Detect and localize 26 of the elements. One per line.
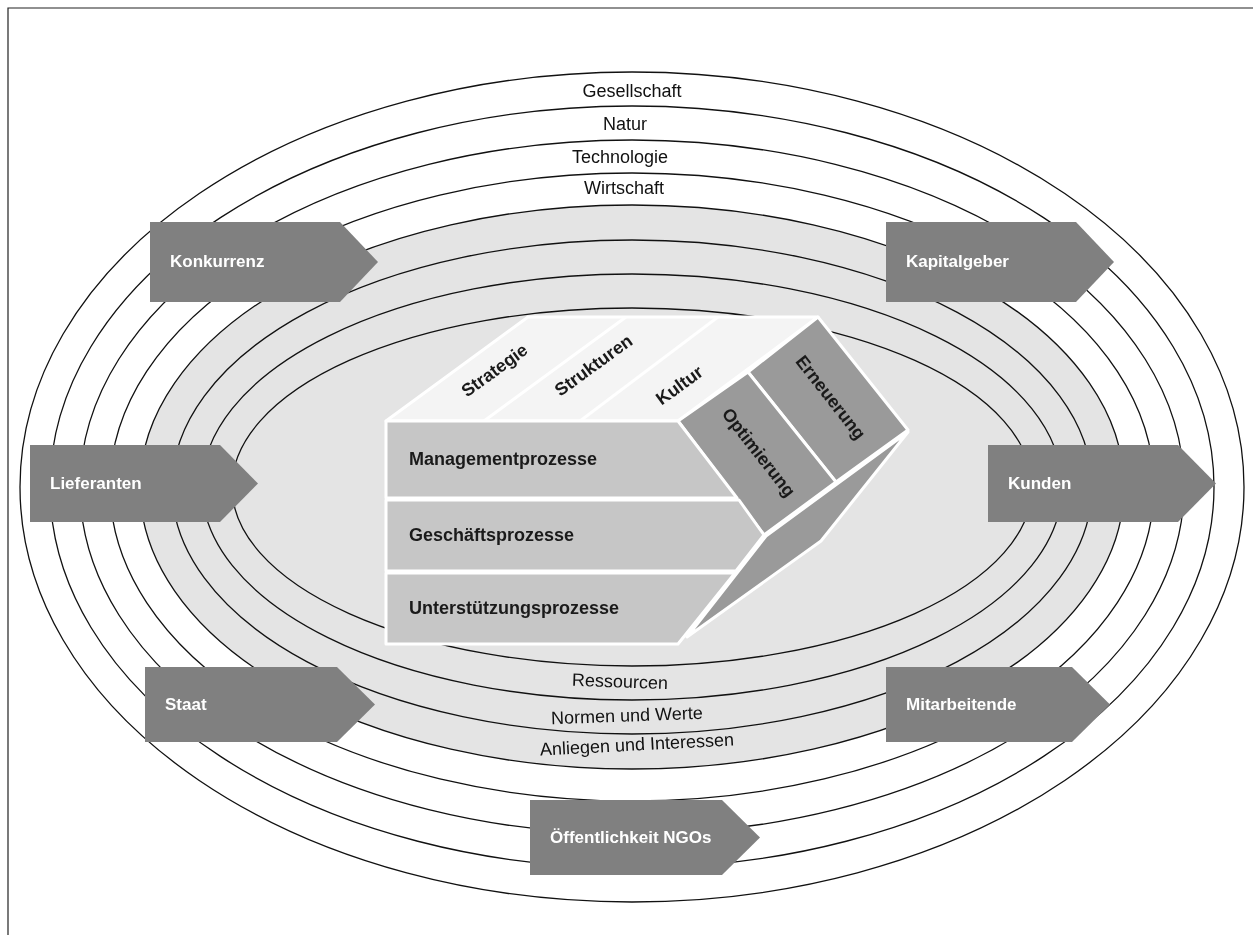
stakeholder-arrow [886, 222, 1114, 302]
ring-label: Gesellschaft [582, 80, 682, 102]
stakeholder-arrow [988, 445, 1216, 522]
ring-label: Wirtschaft [584, 177, 664, 199]
process-layer [386, 573, 735, 644]
stakeholder-arrow [530, 800, 760, 875]
stakeholder-arrow [30, 445, 258, 522]
stakeholder-arrow [886, 667, 1110, 742]
ring-label: Technologie [571, 146, 669, 168]
ring-label: Ressourcen [571, 669, 669, 695]
layer-label: Unterstützungsprozesse [409, 597, 620, 620]
stakeholder-label: Öffentlichkeit NGOs [550, 826, 713, 849]
stakeholder-label: Kapitalgeber [906, 250, 1010, 273]
layer-label: Managementprozesse [409, 448, 598, 471]
ring-label: Normen und Werte [550, 702, 704, 730]
stakeholder-label: Mitarbeitende [906, 693, 1018, 716]
ring-label: Natur [603, 113, 647, 135]
stakeholder-label: Konkurrenz [170, 250, 266, 273]
stakeholder-arrow [150, 222, 378, 302]
ring-label: Anliegen und Interessen [539, 729, 735, 761]
stakeholder-label: Kunden [1008, 472, 1073, 495]
stakeholder-arrow [145, 667, 375, 742]
stakeholder-label: Lieferanten [50, 472, 143, 495]
layer-label: Geschäftsprozesse [409, 524, 575, 547]
stakeholder-label: Staat [165, 693, 208, 716]
process-layer [386, 500, 764, 571]
